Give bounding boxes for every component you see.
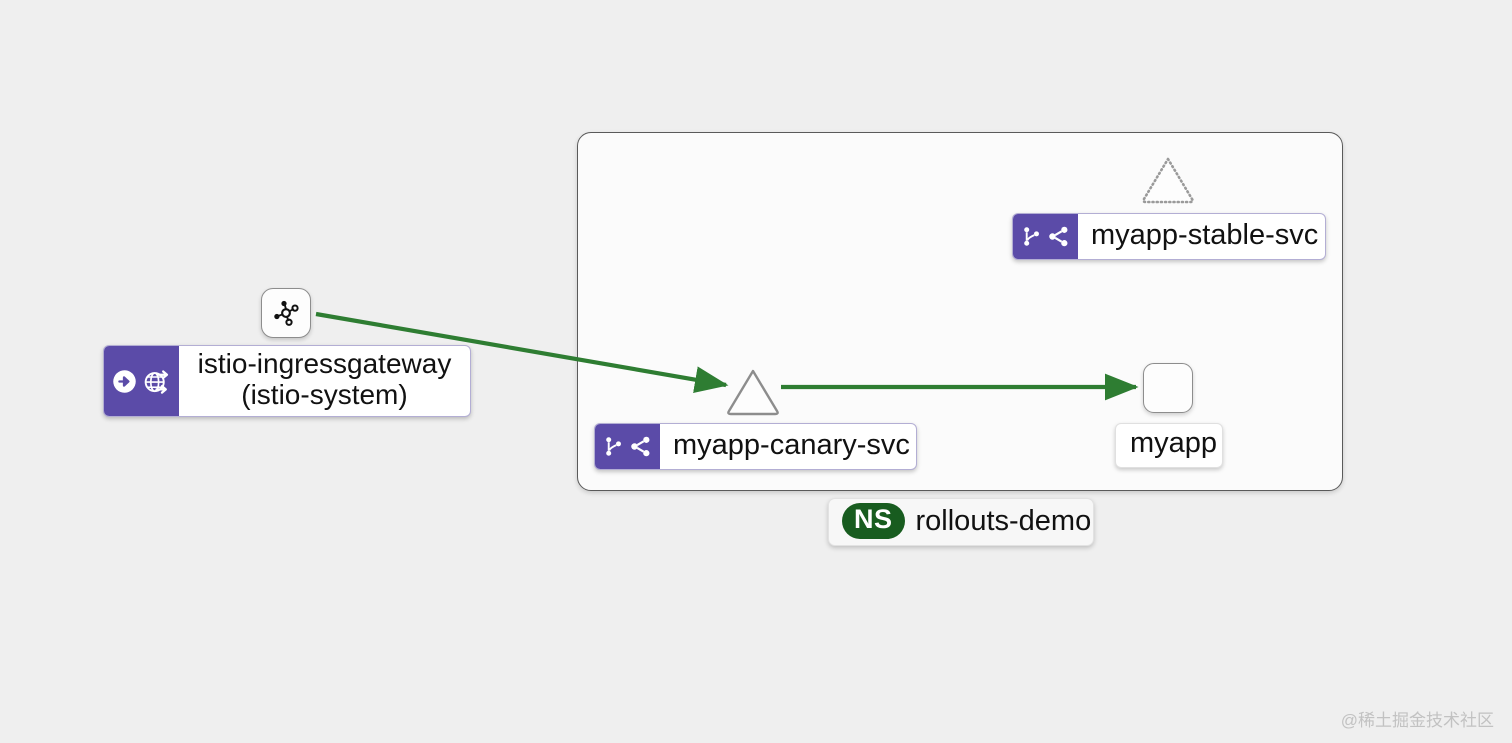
- label-canary-service[interactable]: myapp-canary-svc: [594, 423, 917, 470]
- watermark: @稀土掘金技术社区: [1340, 711, 1494, 730]
- share-nodes-icon: [628, 434, 653, 459]
- node-shape-myapp-workload[interactable]: [1143, 363, 1193, 413]
- canary-service-label-text: myapp-canary-svc: [673, 429, 910, 462]
- globe-arrow-icon: [141, 367, 172, 396]
- namespace-name: rollouts-demo: [915, 504, 1092, 537]
- service-hub-icon: [271, 298, 301, 328]
- stable-service-badge: [1013, 214, 1078, 259]
- label-myapp-workload[interactable]: myapp: [1115, 423, 1223, 468]
- label-stable-service[interactable]: myapp-stable-svc: [1012, 213, 1326, 260]
- arrow-right-circle-icon: [111, 368, 138, 395]
- stable-service-label-text: myapp-stable-svc: [1091, 219, 1319, 252]
- canary-service-badge: [595, 424, 660, 469]
- namespace-label-chip[interactable]: NS rollouts-demo: [828, 498, 1094, 546]
- namespace-badge: NS: [842, 503, 905, 539]
- ingressgateway-badge: [104, 346, 179, 416]
- label-ingressgateway[interactable]: istio-ingressgateway (istio-system): [103, 345, 471, 417]
- git-branch-icon: [602, 435, 625, 458]
- node-shape-stable-service[interactable]: [1140, 155, 1196, 205]
- node-shape-ingressgateway[interactable]: [261, 288, 311, 338]
- node-shape-canary-service[interactable]: [725, 367, 781, 417]
- ingressgateway-label-text: istio-ingressgateway (istio-system): [197, 348, 452, 410]
- share-nodes-icon: [1046, 224, 1071, 249]
- git-branch-icon: [1020, 225, 1043, 248]
